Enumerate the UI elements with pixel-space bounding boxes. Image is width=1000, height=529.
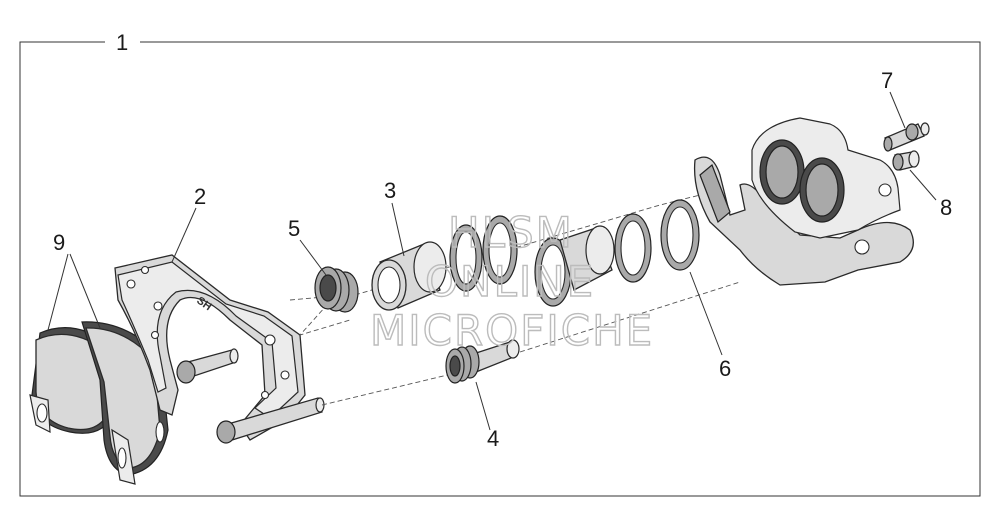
callout-6: 6 [719,356,731,381]
bleeder-valve [883,122,930,152]
watermark-line-1: HLSM [448,208,574,257]
mounting-bracket: SH [114,254,306,441]
leader-lines [47,91,937,431]
callout-7: 7 [881,68,893,93]
watermark: HLSM ONLINE MICROFICHE [369,207,654,355]
bracket-slide-pin-lower [216,397,325,444]
bleeder-cap [892,150,920,171]
callout-3: 3 [384,178,396,203]
piston-seal-4 [614,213,652,283]
bracket-slide-pin-upper [176,348,239,384]
caliper-housing [693,117,914,286]
callout-8: 8 [940,195,952,220]
callout-2: 2 [194,184,206,209]
piston-2 [559,225,615,291]
callout-5: 5 [288,216,300,241]
callout-9: 9 [53,230,65,255]
callout-1: 1 [116,30,128,55]
piston-seal-5 [660,199,700,271]
assembly-frame [19,41,981,497]
piston-seal-1 [449,224,483,292]
callout-4: 4 [487,426,499,451]
watermark-line-2: ONLINE [425,257,595,306]
watermark-line-3: MICROFICHE [370,306,654,355]
callouts: 1 2 9 5 3 4 6 7 8 [53,30,952,451]
caliper-piston [371,241,447,311]
small-dust-boot [314,266,359,313]
piston-seal-2 [482,215,518,285]
guide-pin-with-boot [445,339,520,384]
